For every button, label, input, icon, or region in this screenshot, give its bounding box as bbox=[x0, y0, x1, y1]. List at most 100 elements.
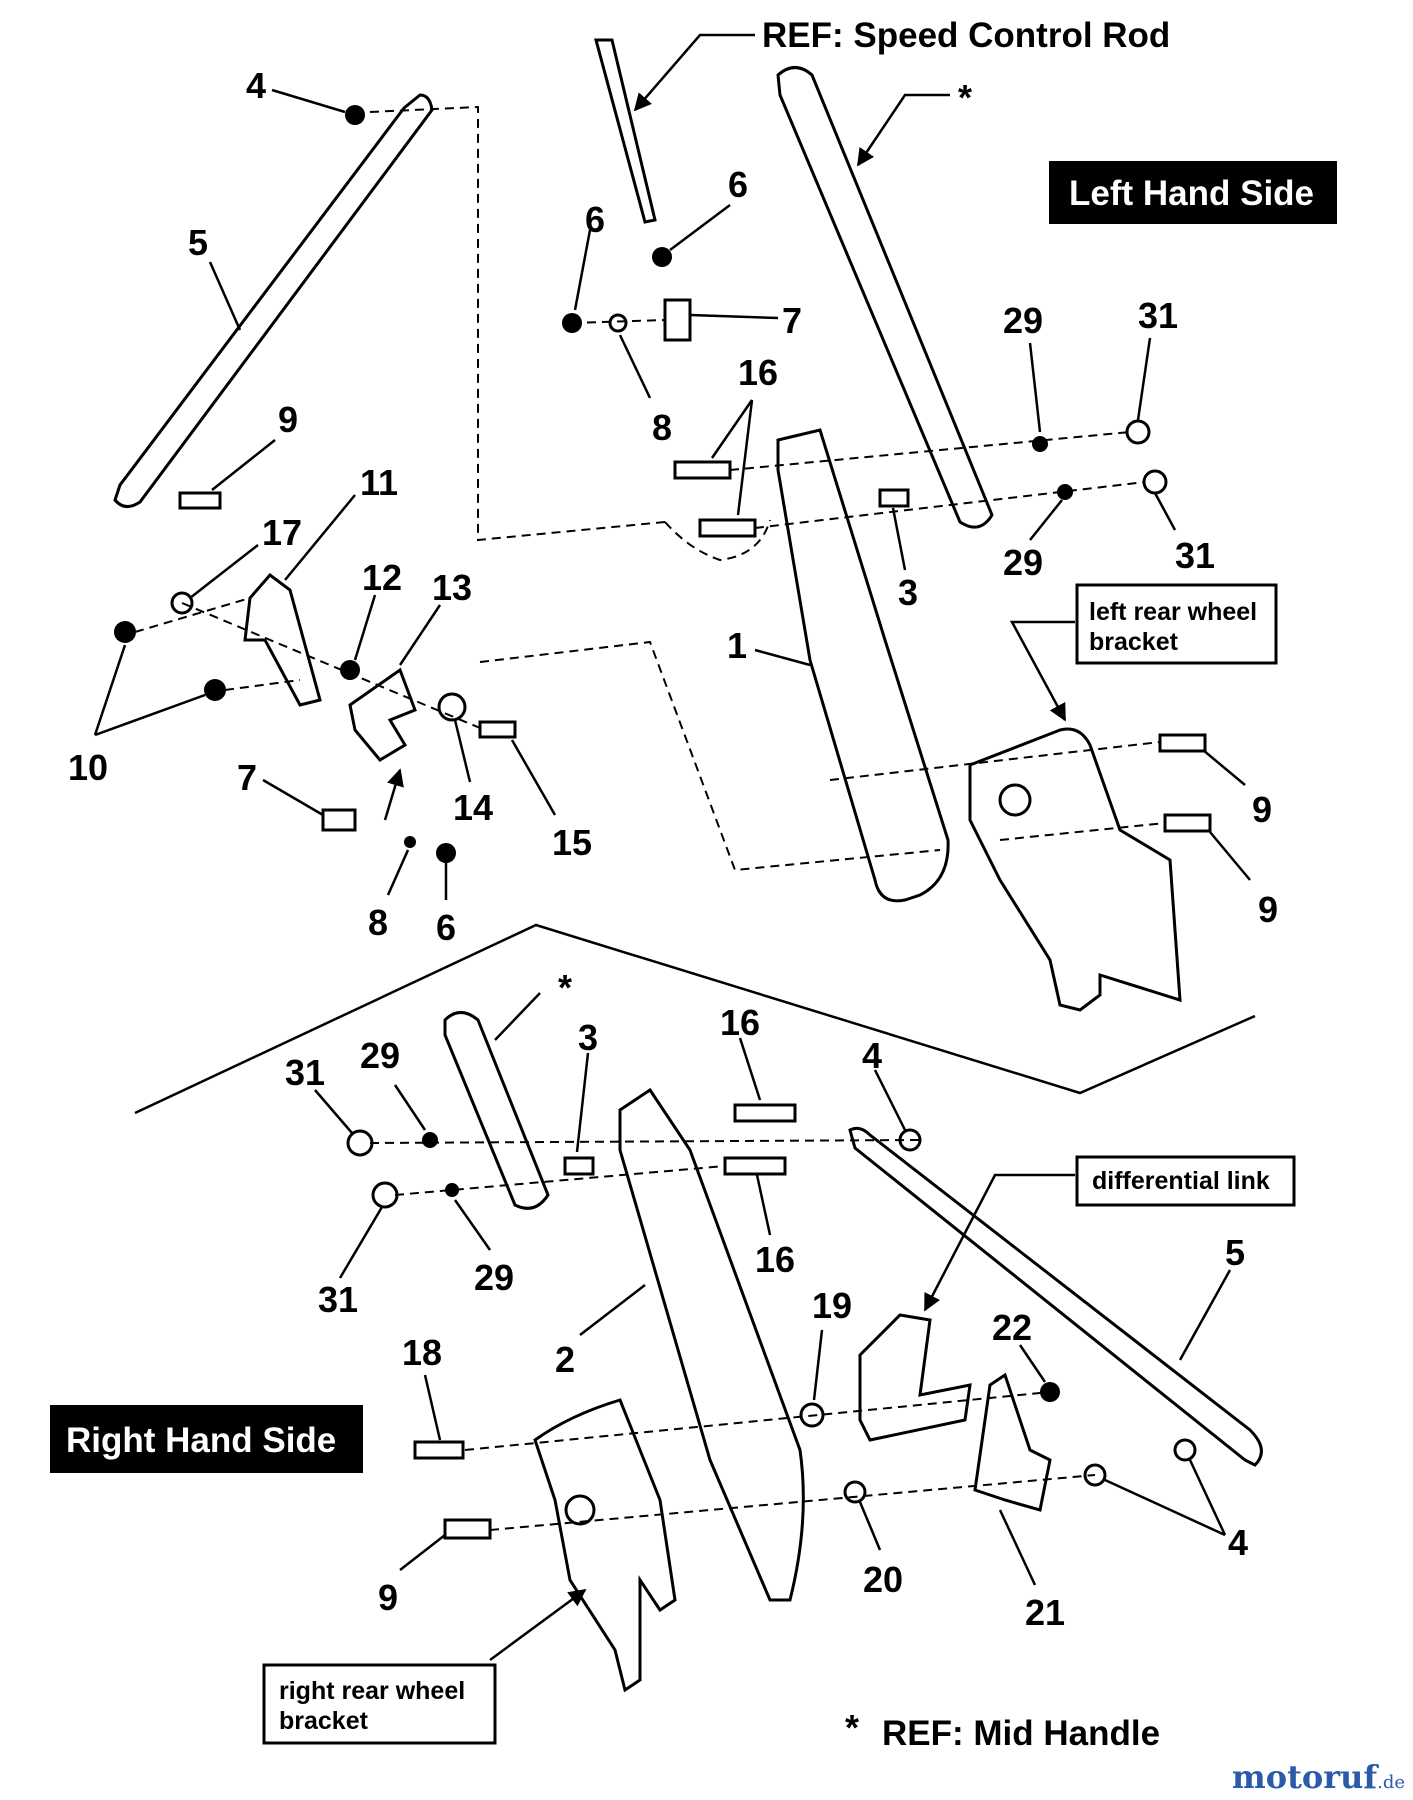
callout-16: 16 bbox=[738, 352, 778, 393]
leader-5b bbox=[1178, 1269, 1232, 1361]
dashed-line-link bbox=[369, 105, 666, 542]
callout-6: 6 bbox=[436, 907, 456, 948]
callout-31: 31 bbox=[1138, 295, 1178, 336]
washer-29-upper bbox=[1032, 436, 1048, 452]
leader-3b bbox=[575, 1052, 590, 1153]
washer-29-right-lower bbox=[445, 1183, 459, 1197]
leader-16b bbox=[738, 1037, 762, 1101]
leader-10-1 bbox=[93, 644, 127, 736]
leader-7b bbox=[262, 778, 324, 817]
nut-31-right-lower bbox=[371, 1181, 399, 1209]
washer-8-lower bbox=[404, 836, 416, 848]
leader-29a bbox=[1028, 342, 1042, 433]
section-divider-line bbox=[134, 923, 1256, 1115]
bolt-9-right bbox=[443, 1518, 492, 1540]
watermark-brand: motoruf.de bbox=[1232, 1758, 1405, 1796]
bracket-11 bbox=[243, 572, 322, 707]
leader-17 bbox=[189, 544, 259, 599]
leader-12 bbox=[353, 594, 377, 661]
leader-9d bbox=[399, 1534, 446, 1571]
callout-8: 8 bbox=[652, 407, 672, 448]
dashed-line-29-upper bbox=[729, 431, 1131, 471]
dashed-line-12 bbox=[181, 602, 481, 729]
leader-11 bbox=[284, 494, 356, 581]
callout-10: 10 bbox=[68, 747, 108, 788]
leader-31a bbox=[1136, 337, 1152, 421]
callout-9: 9 bbox=[378, 1577, 398, 1618]
nut-6-lower bbox=[436, 843, 456, 863]
link-rod-bottom bbox=[848, 1126, 1263, 1467]
callout-29: 29 bbox=[1003, 542, 1043, 583]
callout-6: 6 bbox=[728, 164, 748, 205]
bolt-3-left bbox=[878, 488, 910, 508]
leader-9b bbox=[1202, 749, 1246, 786]
mid-handle-tube bbox=[776, 66, 994, 529]
leader-19 bbox=[812, 1329, 824, 1401]
bolt-9-top-link bbox=[178, 491, 222, 510]
callout-16: 16 bbox=[720, 1002, 760, 1043]
nut-31-right-upper bbox=[346, 1129, 374, 1157]
control-lever-plate-1 bbox=[776, 428, 950, 903]
callout-21: 21 bbox=[1025, 1592, 1065, 1633]
leader-4c-2 bbox=[1188, 1459, 1227, 1536]
leader-16a-1 bbox=[710, 399, 754, 459]
bolt-9-lower-left bbox=[1163, 813, 1212, 833]
callout-8: 8 bbox=[368, 902, 388, 943]
callout-31: 31 bbox=[285, 1052, 325, 1093]
right-rear-wheel-bracket-label-1: right rear wheel bbox=[279, 1677, 465, 1705]
leader-16c bbox=[755, 1174, 772, 1236]
dashed-line-bolt9 bbox=[999, 822, 1166, 841]
callout-4: 4 bbox=[862, 1035, 882, 1076]
left-rear-wheel-bracket-label-2: bracket bbox=[1089, 628, 1179, 656]
callout-29: 29 bbox=[360, 1035, 400, 1076]
leader-4c-1 bbox=[1104, 1478, 1226, 1537]
leader-right-bracket bbox=[489, 1588, 587, 1662]
star-bottom: * bbox=[558, 967, 572, 1008]
callout-11: 11 bbox=[360, 462, 398, 503]
callout-13: 13 bbox=[432, 567, 472, 608]
callout-16: 16 bbox=[755, 1239, 795, 1280]
leader-2 bbox=[579, 1284, 646, 1336]
swivel-7 bbox=[663, 298, 692, 342]
leader-22 bbox=[1018, 1344, 1047, 1383]
differential-link-part bbox=[858, 1313, 972, 1442]
callout-19: 19 bbox=[812, 1285, 852, 1326]
right-rear-wheel-bracket-label-2: bracket bbox=[279, 1707, 369, 1735]
bolt-16-right-upper bbox=[733, 1103, 797, 1123]
callout-2: 2 bbox=[555, 1339, 575, 1380]
callout-17: 17 bbox=[262, 512, 302, 553]
leader-star-top bbox=[856, 93, 950, 167]
leader-differential-link bbox=[923, 1173, 1075, 1312]
right-rear-wheel-bracket-box bbox=[262, 1663, 497, 1745]
leader-9c bbox=[1209, 831, 1251, 881]
right-bracket-hole bbox=[564, 1494, 596, 1526]
washer-29-lower bbox=[1057, 484, 1073, 500]
dashed-line-6-top bbox=[571, 319, 666, 324]
callout-18: 18 bbox=[402, 1332, 442, 1373]
leader-20 bbox=[858, 1501, 882, 1551]
nut-12 bbox=[340, 660, 360, 680]
leader-18 bbox=[423, 1374, 442, 1441]
leader-3a bbox=[891, 507, 907, 571]
bolt-9-upper-left bbox=[1158, 733, 1207, 753]
mid-handle-star: * bbox=[845, 1707, 859, 1748]
mid-handle-label: REF: Mid Handle bbox=[882, 1714, 1160, 1753]
washer-20 bbox=[843, 1480, 867, 1504]
callout-29: 29 bbox=[1003, 300, 1043, 341]
leader-4b bbox=[873, 1069, 907, 1131]
left-hand-side-badge bbox=[1049, 161, 1337, 224]
plate-13 bbox=[348, 667, 417, 762]
leader-4a bbox=[271, 88, 346, 114]
nut-6-upper bbox=[652, 247, 672, 267]
left-hand-side-label: Left Hand Side bbox=[1069, 174, 1314, 213]
callout-7: 7 bbox=[237, 757, 257, 798]
callout-9: 9 bbox=[278, 399, 298, 440]
dashed-line-10 bbox=[224, 679, 301, 691]
leader-31b bbox=[1153, 492, 1177, 531]
leader-6a bbox=[573, 229, 592, 311]
bolt-16-right-lower bbox=[723, 1156, 787, 1176]
right-hand-side-badge bbox=[50, 1405, 363, 1473]
callout-3: 3 bbox=[898, 572, 918, 613]
leader-arrow-13 bbox=[383, 768, 404, 821]
leader-speed-rod bbox=[633, 33, 755, 112]
